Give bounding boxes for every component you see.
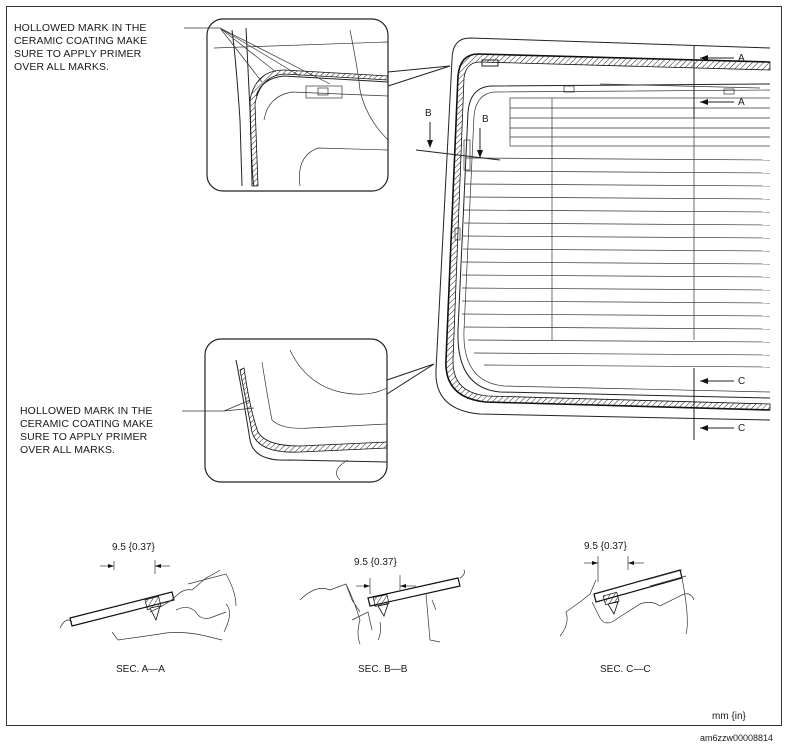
lower-note-line-1: HOLLOWED MARK IN THE <box>20 405 153 417</box>
rear-window-glass <box>435 37 771 421</box>
section-b-dimension: 9.5 {0.37} <box>354 557 397 568</box>
lower-note-line-3: SURE TO APPLY PRIMER <box>20 431 148 443</box>
section-a-dimension: 9.5 {0.37} <box>112 542 155 553</box>
section-mark-a-bottom: A <box>738 97 745 108</box>
section-cut-lines <box>415 46 734 440</box>
section-c-drawing <box>559 556 695 637</box>
upper-note-line-4: OVER ALL MARKS. <box>14 61 110 73</box>
upper-callout-note: HOLLOWED MARK IN THE CERAMIC COATING MAK… <box>14 22 147 74</box>
section-mark-c-bottom: C <box>738 423 746 434</box>
upper-note-line-1: HOLLOWED MARK IN THE <box>14 22 147 34</box>
section-c-caption: SEC. C—C <box>600 664 651 675</box>
section-mark-c-top: C <box>738 376 746 387</box>
section-b-drawing <box>299 569 465 645</box>
units-note: mm {in} <box>712 711 746 722</box>
lower-callout-note: HOLLOWED MARK IN THE CERAMIC COATING MAK… <box>20 405 153 457</box>
figure-id: am6zzw00008814 <box>700 733 774 743</box>
section-mark-b-right: B <box>482 114 489 125</box>
lower-note-line-4: OVER ALL MARKS. <box>20 444 116 456</box>
section-a-drawing <box>59 560 237 641</box>
lower-detail-bubble <box>182 338 435 483</box>
section-a-caption: SEC. A—A <box>116 664 165 675</box>
upper-note-line-3: SURE TO APPLY PRIMER <box>14 48 142 60</box>
figure-frame <box>6 6 782 726</box>
section-c-dimension: 9.5 {0.37} <box>584 541 627 552</box>
section-mark-a-top: A <box>738 53 745 64</box>
lower-note-line-2: CERAMIC COATING MAKE <box>20 418 154 430</box>
upper-detail-bubble <box>184 18 451 192</box>
section-mark-b-left: B <box>425 108 432 119</box>
defogger-grid <box>461 85 770 368</box>
upper-note-line-2: CERAMIC COATING MAKE <box>14 35 148 47</box>
section-b-caption: SEC. B—B <box>358 664 408 675</box>
